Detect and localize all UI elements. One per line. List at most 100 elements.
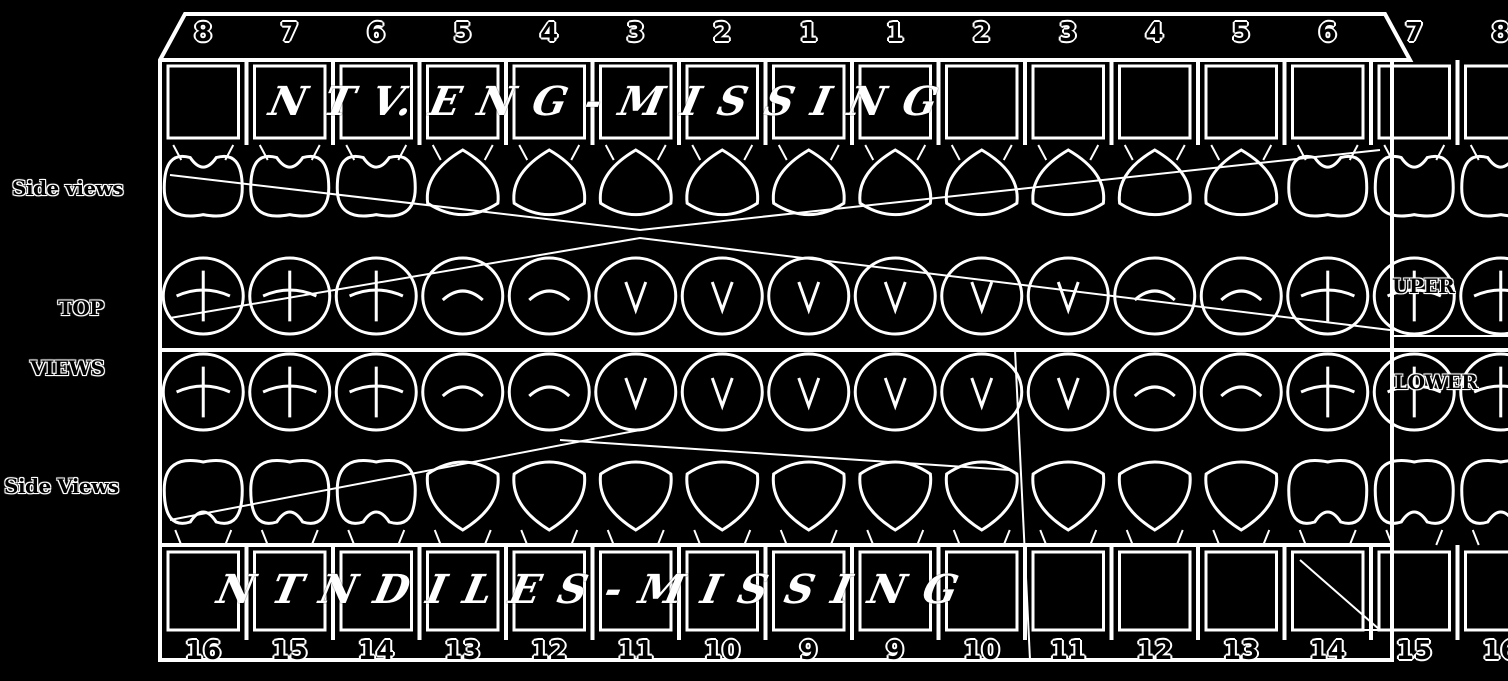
lower-tooth-number: 10: [679, 636, 765, 666]
lower-side-tooth: [860, 462, 931, 530]
upper-top-tooth: [423, 258, 503, 334]
lower-tooth-number: 16: [160, 636, 246, 666]
upper-tooth-number: 8: [1458, 18, 1508, 48]
upper-tooth-number: 1: [766, 18, 852, 48]
lower-tooth-number: 13: [420, 636, 506, 666]
upper-side-tooth: [164, 156, 242, 216]
lower-root-lines: [1127, 530, 1183, 545]
lower-root-lines: [1473, 530, 1508, 545]
lower-record-box: [1466, 552, 1508, 630]
lower-top-tooth: [336, 354, 416, 430]
lower-tooth-number: 15: [1371, 636, 1457, 666]
upper-side-tooth: [337, 156, 415, 216]
upper-handwritten-note: N T V. E N G - M I S S I N G: [265, 78, 944, 125]
upper-side-tooth: [1289, 156, 1367, 216]
lower-tooth-number: 11: [1025, 636, 1111, 666]
lower-tooth-number: 9: [852, 636, 938, 666]
upper-side-tooth: [600, 150, 671, 215]
upper-side-tooth: [1119, 150, 1190, 215]
upper-side-tooth: [1206, 150, 1277, 215]
upper-top-tooth: [1115, 258, 1195, 334]
lower-tooth-number: 14: [1285, 636, 1371, 666]
lower-crossout-line: [170, 430, 1010, 520]
lower-root-lines: [262, 530, 318, 545]
upper-side-tooth: [1033, 150, 1104, 215]
lower-root-lines: [1300, 530, 1356, 545]
lower-top-tooth: [1028, 354, 1108, 430]
lower-side-tooth: [1375, 461, 1453, 524]
upper-root-lines: [779, 145, 839, 160]
lower-top-tooth: [769, 354, 849, 430]
lower-top-tooth: [855, 354, 935, 430]
lower-top-tooth: [163, 354, 243, 430]
lower-handwritten-note: N T N D I L E S - M I S S I N G: [213, 566, 964, 613]
lower-tooth-number: 15: [247, 636, 333, 666]
lower-top-tooth: [1288, 354, 1368, 430]
lower-top-tooth: [682, 354, 762, 430]
lower-box-diagonal: [1300, 560, 1380, 630]
upper-tooth-number: 6: [333, 18, 419, 48]
lower-side-tooth: [687, 462, 758, 530]
lower-side-tooth: [946, 462, 1017, 530]
side-views-lower-label: Side Views: [4, 474, 119, 498]
lower-top-tooth: [1201, 354, 1281, 430]
lower-record-box: [1033, 552, 1104, 630]
lower-side-tooth: [337, 461, 415, 524]
upper-top-tooth: [509, 258, 589, 334]
lower-tooth-number: 9: [766, 636, 852, 666]
upper-record-box: [168, 66, 239, 138]
lower-tooth-number: 13: [1198, 636, 1284, 666]
upper-side-tooth: [514, 150, 585, 215]
upper-root-lines: [1125, 145, 1185, 160]
lower-side-tooth: [1033, 462, 1104, 530]
upper-tooth-number: 1: [852, 18, 938, 48]
lower-tooth-number: 12: [506, 636, 592, 666]
upper-tooth-number: 6: [1285, 18, 1371, 48]
lower-root-lines: [348, 530, 404, 545]
lower-record-box: [1379, 552, 1450, 630]
upper-top-tooth: [769, 258, 849, 334]
upper-side-tooth: [1375, 156, 1453, 216]
upper-root-lines: [952, 145, 1012, 160]
lower-root-lines: [1040, 530, 1096, 545]
lower-side-tooth: [514, 462, 585, 530]
upper-record-box: [1120, 66, 1191, 138]
lower-root-lines: [435, 530, 491, 545]
upper-top-tooth: [1461, 258, 1508, 334]
lower-side-tooth: [600, 462, 671, 530]
upper-tooth-number: 7: [247, 18, 333, 48]
upper-root-lines: [433, 145, 493, 160]
upper-root-lines: [692, 145, 752, 160]
lower-record-box: [1120, 552, 1191, 630]
lower-root-lines: [1213, 530, 1269, 545]
upper-record-box: [1466, 66, 1508, 138]
upper-arch-label: UPER: [1392, 274, 1454, 298]
upper-side-tooth: [687, 150, 758, 215]
lower-side-tooth: [773, 462, 844, 530]
views-label: VIEWS: [30, 356, 105, 380]
lower-top-tooth: [250, 354, 330, 430]
upper-tooth-number: 2: [939, 18, 1025, 48]
lower-side-tooth: [1206, 462, 1277, 530]
upper-tooth-number: 7: [1371, 18, 1457, 48]
upper-record-box: [1379, 66, 1450, 138]
lower-root-lines: [1386, 530, 1442, 545]
upper-tooth-number: 8: [160, 18, 246, 48]
lower-root-lines: [175, 530, 231, 545]
top-label: TOP: [58, 296, 104, 320]
upper-side-tooth: [427, 150, 498, 215]
lower-root-lines: [608, 530, 664, 545]
lower-side-tooth: [427, 462, 498, 530]
upper-record-box: [1033, 66, 1104, 138]
lower-side-tooth: [1119, 462, 1190, 530]
lower-tooth-number: 10: [939, 636, 1025, 666]
upper-top-tooth: [1028, 258, 1108, 334]
upper-tooth-number: 5: [420, 18, 506, 48]
upper-record-box: [1293, 66, 1364, 138]
upper-tooth-number: 4: [1112, 18, 1198, 48]
upper-root-lines: [1211, 145, 1271, 160]
upper-tooth-number: 3: [593, 18, 679, 48]
upper-tooth-number: 3: [1025, 18, 1111, 48]
upper-side-tooth: [773, 150, 844, 215]
